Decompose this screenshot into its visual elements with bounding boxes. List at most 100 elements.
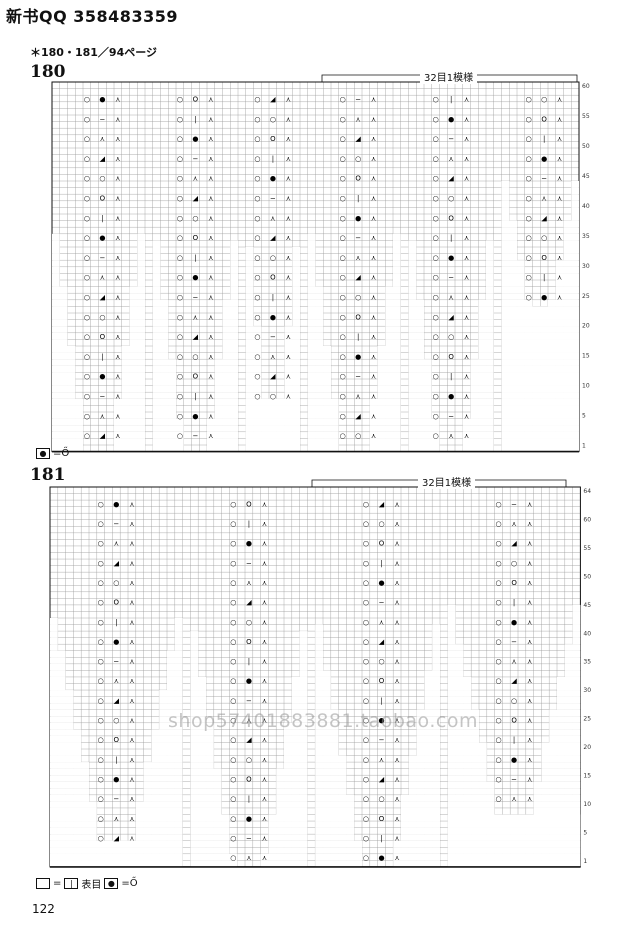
stitch-symbol: ⋏ bbox=[208, 294, 213, 302]
stitch-symbol: ⋏ bbox=[286, 214, 291, 222]
stitch-symbol: ○ bbox=[363, 756, 369, 764]
stitch-symbol: ⋏ bbox=[262, 500, 267, 508]
stitch-symbol: ⋏ bbox=[527, 520, 532, 528]
stitch-symbol: ⋏ bbox=[356, 115, 361, 123]
stitch-symbol: ○ bbox=[177, 432, 183, 440]
stitch-symbol: ⋏ bbox=[270, 214, 275, 222]
stitch-symbol: ○ bbox=[177, 234, 183, 242]
stitch-symbol: ○ bbox=[84, 234, 90, 242]
stitch-symbol: − bbox=[448, 412, 454, 420]
stitch-symbol: ○ bbox=[254, 155, 260, 163]
stitch-symbol: ○ bbox=[363, 618, 369, 626]
stitch-symbol: ○ bbox=[433, 96, 439, 104]
stitch-symbol: ⋏ bbox=[262, 618, 267, 626]
stitch-symbol: ○ bbox=[340, 135, 346, 143]
stitch-symbol: ⋏ bbox=[371, 115, 376, 123]
stitch-symbol: ○ bbox=[98, 638, 104, 646]
stitch-symbol: ○ bbox=[541, 234, 547, 242]
stitch-symbol: ◢ bbox=[511, 540, 517, 548]
stitch-symbol: ⋏ bbox=[262, 697, 267, 705]
stitch-symbol: ⋏ bbox=[464, 175, 469, 183]
stitch-symbol: ● bbox=[378, 854, 384, 862]
stitch-symbol: ○ bbox=[363, 815, 369, 823]
stitch-symbol: ○ bbox=[363, 795, 369, 803]
stitch-symbol: ○ bbox=[177, 333, 183, 341]
stitch-symbol: ○ bbox=[526, 274, 532, 282]
row-number-label: 25 bbox=[582, 293, 590, 300]
stitch-symbol: ○ bbox=[340, 214, 346, 222]
stitch-symbol: ◢ bbox=[100, 432, 106, 440]
stitch-symbol: ⋏ bbox=[395, 638, 400, 646]
stitch-symbol: ⋏ bbox=[395, 736, 400, 744]
stitch-symbol: ○ bbox=[340, 373, 346, 381]
stitch-symbol: ● bbox=[541, 155, 547, 163]
stitch-symbol: ○ bbox=[433, 373, 439, 381]
stitch-symbol: | bbox=[101, 214, 103, 222]
stitch-symbol: ● bbox=[246, 540, 252, 548]
stitch-symbol: ⋏ bbox=[246, 579, 251, 587]
stitch-symbol: ⋏ bbox=[115, 333, 120, 341]
stitch-symbol: ● bbox=[355, 214, 361, 222]
stitch-symbol: O bbox=[448, 353, 454, 361]
stitch-symbol: ⋏ bbox=[527, 756, 532, 764]
stitch-symbol: − bbox=[355, 373, 361, 381]
stitch-symbol: ◢ bbox=[379, 638, 385, 646]
stitch-symbol: ⋏ bbox=[208, 234, 213, 242]
stitch-symbol: ⋏ bbox=[129, 815, 134, 823]
stitch-symbol: ○ bbox=[363, 717, 369, 725]
stitch-symbol: ○ bbox=[363, 658, 369, 666]
row-number-label: 1 bbox=[583, 858, 587, 865]
stitch-symbol: ⋏ bbox=[115, 432, 120, 440]
stitch-symbol: | bbox=[450, 234, 452, 242]
stitch-symbol: − bbox=[448, 135, 454, 143]
stitch-symbol: ○ bbox=[433, 393, 439, 401]
stitch-symbol: ⋏ bbox=[371, 432, 376, 440]
row-number-label: 15 bbox=[583, 773, 591, 780]
stitch-symbol: ⋏ bbox=[395, 599, 400, 607]
stitch-symbol: ○ bbox=[270, 254, 276, 262]
stitch-symbol: ⋏ bbox=[395, 775, 400, 783]
stitch-symbol: ○ bbox=[177, 175, 183, 183]
stitch-symbol: ○ bbox=[363, 579, 369, 587]
stitch-symbol: ○ bbox=[448, 333, 454, 341]
stitch-symbol: ⋏ bbox=[129, 559, 134, 567]
stitch-symbol: ⋏ bbox=[208, 373, 213, 381]
stitch-symbol: ○ bbox=[84, 313, 90, 321]
stitch-symbol: ○ bbox=[526, 96, 532, 104]
stitch-symbol: O bbox=[193, 234, 199, 242]
stitch-symbol: O bbox=[511, 579, 517, 587]
stitch-symbol: ⋏ bbox=[286, 373, 291, 381]
chart-180-legend: ● =Ő bbox=[36, 448, 69, 459]
stitch-symbol: ● bbox=[378, 579, 384, 587]
stitch-symbol: ⋏ bbox=[371, 155, 376, 163]
stitch-symbol: ⋏ bbox=[115, 294, 120, 302]
stitch-symbol: ⋏ bbox=[464, 135, 469, 143]
stitch-symbol: ○ bbox=[254, 393, 260, 401]
stitch-symbol: ⋏ bbox=[527, 579, 532, 587]
stitch-symbol: ⋏ bbox=[246, 854, 251, 862]
stitch-symbol: ○ bbox=[526, 115, 532, 123]
stitch-symbol: ○ bbox=[98, 795, 104, 803]
stitch-symbol: ⋏ bbox=[371, 373, 376, 381]
stitch-symbol: ○ bbox=[340, 155, 346, 163]
stitch-symbol: ○ bbox=[98, 775, 104, 783]
stitch-symbol: ○ bbox=[433, 115, 439, 123]
stitch-symbol: ○ bbox=[495, 638, 501, 646]
stitch-symbol: ○ bbox=[84, 214, 90, 222]
stitch-symbol: ⋏ bbox=[129, 618, 134, 626]
stitch-symbol: ⋏ bbox=[129, 677, 134, 685]
stitch-symbol: ⋏ bbox=[115, 234, 120, 242]
row-number-label: 50 bbox=[582, 143, 590, 150]
stitch-symbol: ⋏ bbox=[115, 313, 120, 321]
stitch-symbol: ⋏ bbox=[270, 353, 275, 361]
stitch-symbol: ⋏ bbox=[371, 195, 376, 203]
stitch-symbol: ○ bbox=[230, 500, 236, 508]
stitch-symbol: ◢ bbox=[246, 599, 252, 607]
row-number-label: 35 bbox=[582, 233, 590, 240]
stitch-symbol: ⋏ bbox=[542, 195, 547, 203]
stitch-symbol: ○ bbox=[526, 135, 532, 143]
stitch-symbol: ⋏ bbox=[262, 815, 267, 823]
stitch-symbol: ● bbox=[113, 638, 119, 646]
stitch-symbol: − bbox=[192, 294, 198, 302]
stitch-symbol: ⋏ bbox=[208, 412, 213, 420]
